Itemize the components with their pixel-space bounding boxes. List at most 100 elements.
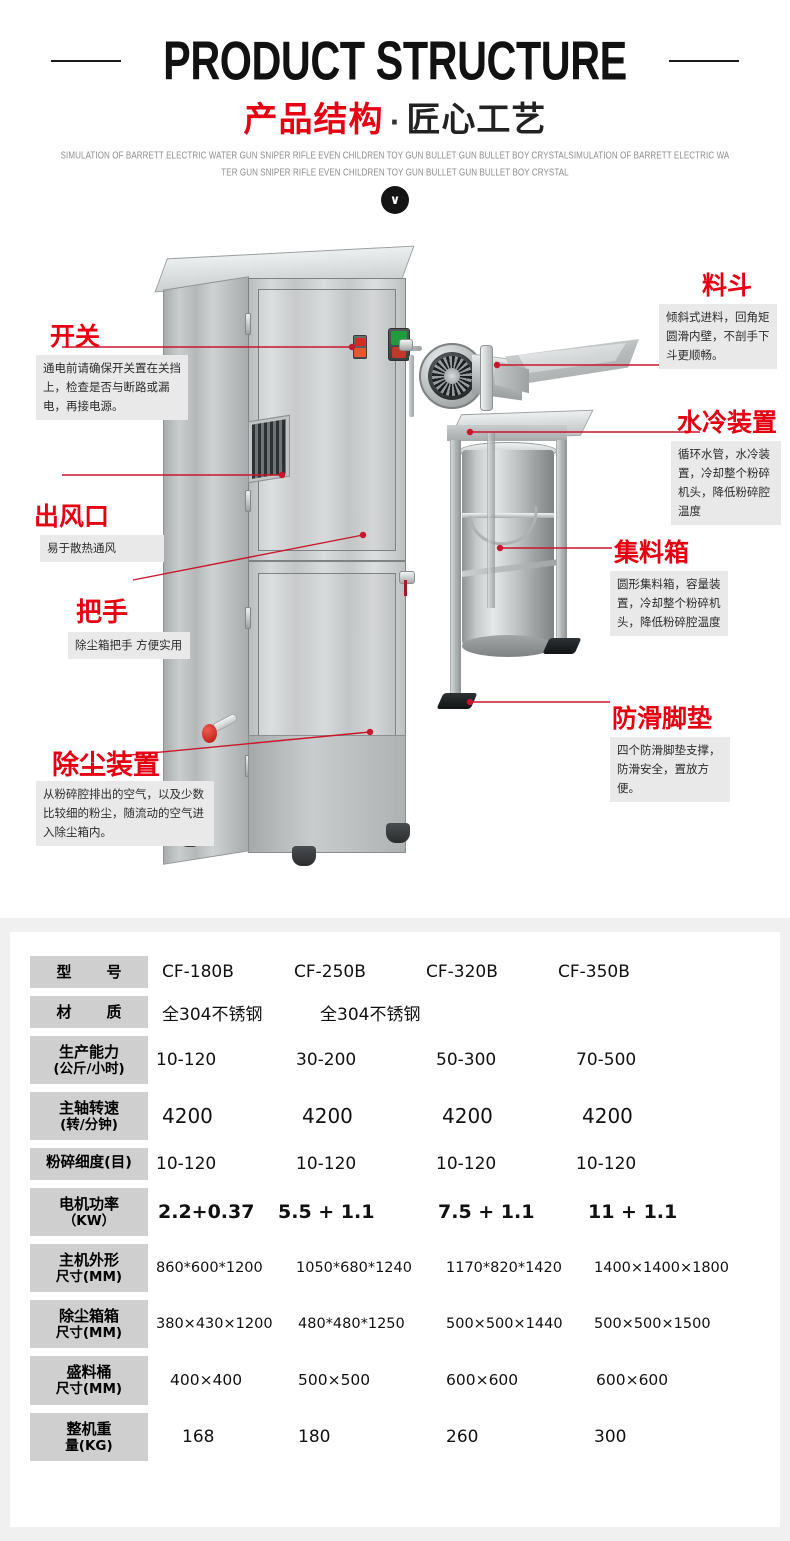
stand-leg-left — [450, 440, 461, 700]
cell-value: 168 — [182, 1426, 215, 1447]
row-label-sub: 尺寸(MM) — [55, 1381, 123, 1398]
cell-value: 全304不锈钢 — [320, 1004, 421, 1025]
annotation-title-dust-device: 除尘装置 — [52, 750, 160, 781]
cell-value: 2.2+0.37 — [158, 1200, 255, 1223]
cell-value: 50-300 — [436, 1050, 497, 1071]
row-values: 380×430×1200 480*480*1250 500×500×1440 5… — [148, 1300, 760, 1349]
cell-value: 10-120 — [576, 1154, 637, 1175]
row-label: 主机外形 尺寸(MM) — [30, 1243, 148, 1293]
row-values: 400×400 500×500 600×600 600×600 — [148, 1356, 760, 1405]
table-row: 粉碎细度(目) 10-120 10-120 10-120 10-120 — [30, 1148, 760, 1180]
cell-value: 380×430×1200 — [156, 1316, 273, 1333]
stand-leg-rear — [487, 433, 495, 608]
table-row: 整机重 量(KG) 168 180 260 300 — [30, 1412, 760, 1461]
row-values: CF-180B CF-250B CF-320B CF-350B — [148, 956, 760, 988]
page-title: PRODUCT STRUCTURE — [163, 29, 627, 92]
caster-wheel — [386, 823, 410, 843]
chevron-down-icon: ∨ — [381, 186, 409, 214]
annotation-title-hopper: 料斗 — [702, 271, 753, 300]
dust-box-base — [248, 735, 406, 853]
row-label-main: 主轴转速 — [58, 1099, 119, 1118]
annotation-title-air-outlet: 出风口 — [34, 502, 110, 531]
cell-value: 1170*820*1420 — [446, 1260, 562, 1277]
cell-value: 400×400 — [170, 1371, 243, 1390]
annotation-desc-switch: 通电前请确保开关置在关挡上，检查是否与断路或漏电，再接电源。 — [36, 355, 188, 420]
row-label-main: 除尘箱箱 — [58, 1307, 119, 1326]
annotation-title-anti-slip-feet: 防滑脚垫 — [612, 704, 713, 733]
table-row: 生产能力 (公斤/小时) 10-120 30-200 50-300 70-500 — [30, 1036, 760, 1085]
water-pipe-joint-lower — [399, 571, 415, 584]
cell-value: 4200 — [582, 1104, 633, 1129]
cell-value: 500×500 — [298, 1371, 371, 1390]
specification-table: 型 号 CF-180B CF-250B CF-320B CF-350B 材 质 … — [30, 948, 760, 1469]
annotation-desc-water-cooling: 循环水管，水冷装置，冷却整个粉碎机头，降低粉碎腔温度 — [671, 441, 781, 525]
cell-value: 480*480*1250 — [298, 1316, 405, 1333]
collection-bin-band — [462, 513, 554, 518]
row-label-sub: 量(KG) — [65, 1437, 113, 1454]
row-label-main: 电机功率 — [58, 1194, 119, 1213]
row-label-sub: 尺寸(MM) — [55, 1325, 123, 1342]
cell-value: 4200 — [442, 1104, 493, 1129]
collection-bin — [462, 450, 554, 650]
cell-value: 10-120 — [436, 1154, 497, 1175]
row-label-sub: (公斤/小时) — [53, 1061, 125, 1077]
row-label: 粉碎细度(目) — [30, 1148, 148, 1180]
subtitle-separator: · — [389, 108, 401, 138]
cell-value: CF-180B — [162, 962, 234, 982]
table-row: 主轴转速 (转/分钟) 4200 4200 4200 4200 — [30, 1092, 760, 1141]
cell-value: 70-500 — [576, 1050, 637, 1071]
cell-value: 600×600 — [596, 1371, 669, 1390]
annotation-title-handle: 把手 — [76, 598, 129, 628]
row-values: 全304不锈钢 全304不锈钢 — [148, 996, 760, 1028]
row-label: 电机功率 （KW） — [30, 1187, 148, 1236]
annotation-desc-air-outlet: 易于散热通风 — [40, 535, 164, 562]
cell-value: 10-120 — [296, 1154, 357, 1175]
table-row: 主机外形 尺寸(MM) 860*600*1200 1050*680*1240 1… — [30, 1243, 760, 1293]
collection-bin-base — [462, 635, 554, 657]
table-row: 型 号 CF-180B CF-250B CF-320B CF-350B — [30, 956, 760, 988]
cell-value: 500×500×1440 — [446, 1316, 563, 1333]
anti-slip-foot-pad — [542, 638, 582, 654]
title-rule-left — [51, 60, 121, 62]
annotation-desc-hopper: 倾斜式进料，回角矩圆滑内壁，不剖手下斗更顺畅。 — [659, 304, 777, 369]
row-label: 材 质 — [30, 996, 148, 1028]
row-label: 主轴转速 (转/分钟) — [30, 1092, 148, 1141]
row-label-main: 整机重 — [66, 1419, 112, 1438]
row-label: 盛料桶 尺寸(MM) — [30, 1356, 148, 1405]
cell-value: 600×600 — [446, 1371, 519, 1390]
title-rule-right — [669, 60, 739, 62]
cell-value: 1050*680*1240 — [296, 1260, 412, 1277]
hinge-icon — [245, 607, 251, 629]
row-label: 整机重 量(KG) — [30, 1412, 148, 1461]
row-values: 10-120 10-120 10-120 10-120 — [148, 1148, 760, 1180]
english-caption-line-2: TER GUN SNIPER RIFLE EVEN CHILDREN TOY G… — [221, 166, 569, 179]
power-switch-button — [354, 348, 366, 357]
grinding-head-hub — [444, 368, 460, 384]
title-row: PRODUCT STRUCTURE — [0, 29, 790, 92]
annotation-title-collection-bin: 集料箱 — [614, 538, 690, 567]
row-label-sub: (转/分钟) — [60, 1117, 118, 1134]
cell-value: 300 — [594, 1426, 627, 1447]
row-label: 除尘箱箱 尺寸(MM) — [30, 1300, 148, 1349]
row-label: 生产能力 (公斤/小时) — [30, 1036, 148, 1085]
row-label: 型 号 — [30, 956, 148, 988]
subtitle-secondary: 匠心工艺 — [406, 100, 547, 140]
cell-value: 10-120 — [156, 1050, 217, 1071]
pipe-wire — [404, 580, 407, 596]
annotation-title-switch: 开关 — [50, 322, 101, 351]
stand-table-apron — [447, 425, 567, 441]
table-row: 电机功率 （KW） 2.2+0.37 5.5 + 1.1 7.5 + 1.1 1… — [30, 1187, 760, 1236]
stand-leg-right — [556, 440, 567, 645]
cell-value: 860*600*1200 — [156, 1260, 263, 1277]
specification-section: 型 号 CF-180B CF-250B CF-320B CF-350B 材 质 … — [0, 918, 790, 1541]
hinge-icon — [245, 490, 251, 512]
row-values: 10-120 30-200 50-300 70-500 — [148, 1036, 760, 1085]
caster-wheel — [292, 846, 316, 866]
power-switch-indicator — [355, 338, 365, 346]
english-caption-line-1: SIMULATION OF BARRETT ELECTRIC WATER GUN… — [60, 149, 730, 162]
row-values: 4200 4200 4200 4200 — [148, 1092, 760, 1141]
cell-value: 180 — [298, 1426, 331, 1447]
row-values: 860*600*1200 1050*680*1240 1170*820*1420… — [148, 1243, 760, 1293]
air-outlet-louvers — [252, 419, 286, 479]
cell-value: 30-200 — [296, 1050, 357, 1071]
